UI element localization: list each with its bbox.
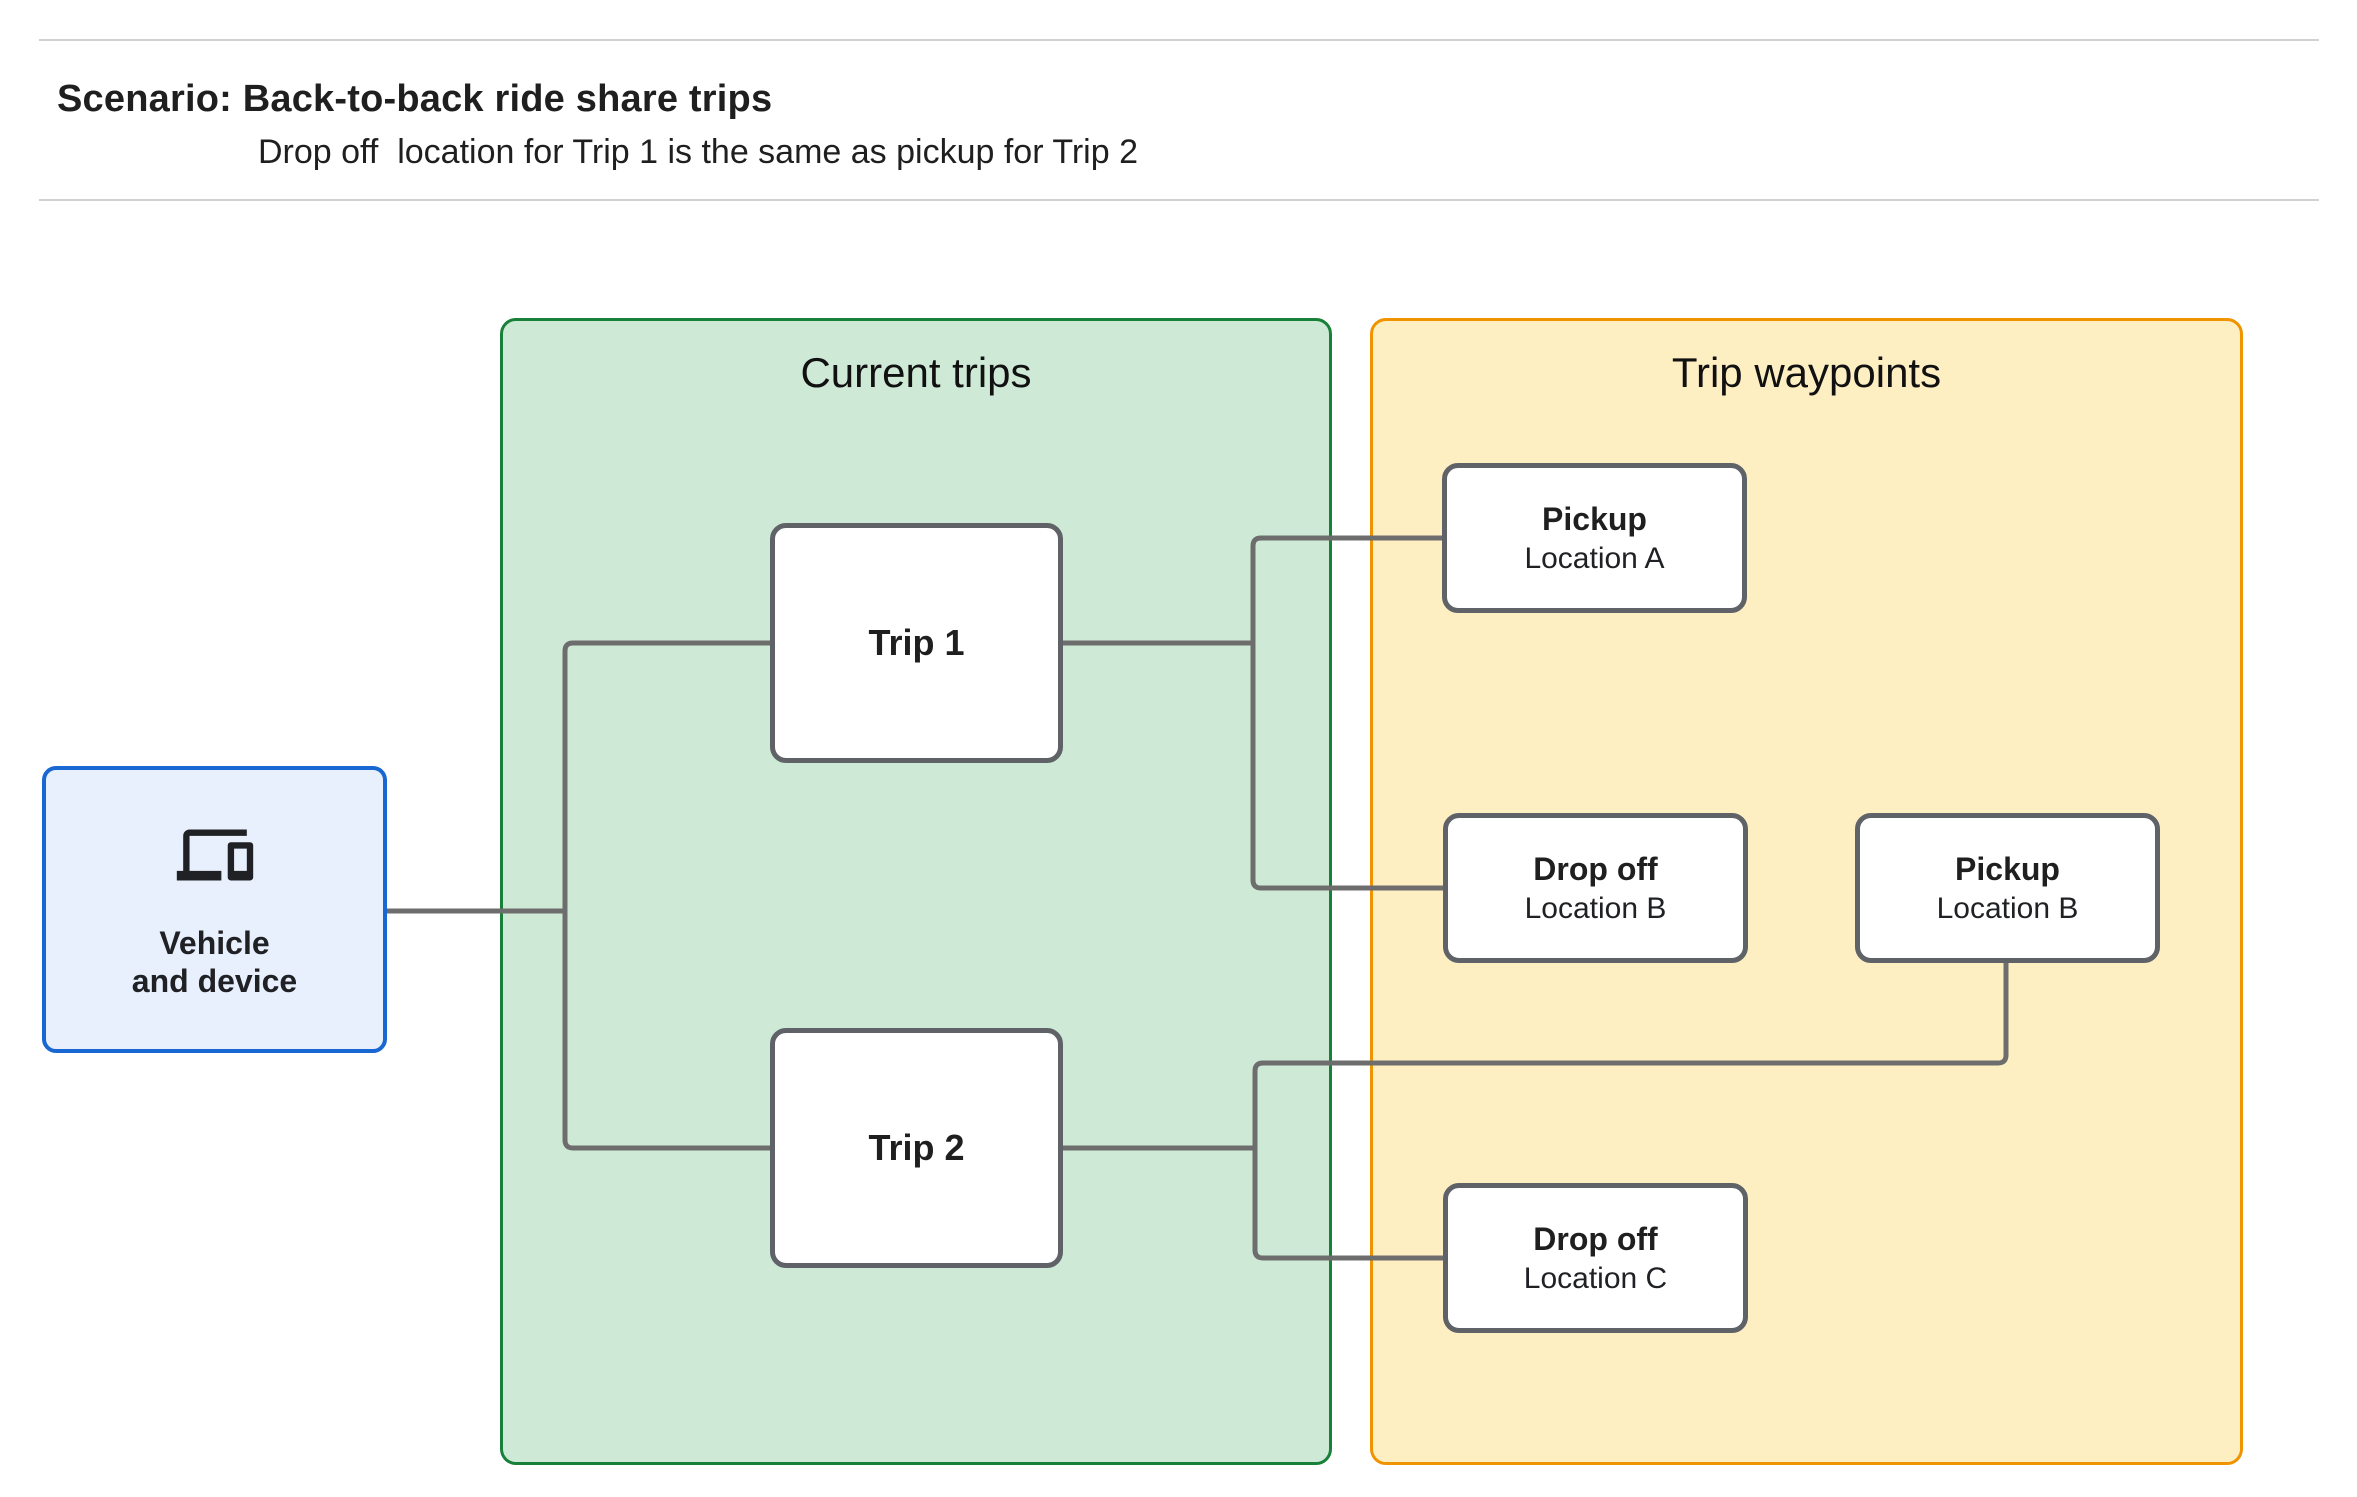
waypoint-subtitle: Location C <box>1523 1262 1668 1295</box>
trip-2-label: Trip 2 <box>868 1127 965 1168</box>
devices-icon <box>176 829 253 880</box>
vehicle-label-line2: and device <box>131 962 298 999</box>
page-title: Scenario: Back-to-back ride share trips <box>57 78 773 120</box>
waypoint-title: Drop off <box>1533 1221 1658 1257</box>
trip-2-node: Trip 2 <box>770 1028 1063 1268</box>
trip-1-label: Trip 1 <box>868 622 965 663</box>
trip-1-node: Trip 1 <box>770 523 1063 763</box>
connector-junction-to-pickup-a-dropoff-b <box>1250 535 1443 891</box>
waypoint-pickup-location-b: Pickup Location B <box>1855 813 2160 963</box>
waypoint-title: Pickup <box>1542 501 1647 537</box>
waypoint-subtitle: Location A <box>1524 542 1665 575</box>
waypoint-title: Drop off <box>1533 851 1658 887</box>
waypoint-pickup-location-a: Pickup Location A <box>1442 463 1747 613</box>
trip-waypoints-title: Trip waypoints <box>1671 349 1942 396</box>
waypoint-subtitle: Location B <box>1936 892 2079 925</box>
header-divider-bottom <box>39 199 2319 201</box>
waypoint-dropoff-location-c: Drop off Location C <box>1443 1183 1748 1333</box>
waypoint-dropoff-location-b: Drop off Location B <box>1443 813 1748 963</box>
connector-pickupb-to-trip2-to-dropoff-c <box>1252 962 2009 1261</box>
connector-junction-to-trips <box>562 640 770 1151</box>
header-divider-top <box>39 39 2319 41</box>
waypoint-subtitle: Location B <box>1524 892 1667 925</box>
page-subtitle: Drop off location for Trip 1 is the same… <box>258 133 1138 171</box>
current-trips-panel: Current trips <box>500 318 1332 1465</box>
waypoint-title: Pickup <box>1955 851 2060 887</box>
current-trips-title: Current trips <box>800 349 1032 396</box>
vehicle-label-line1: Vehicle <box>159 924 270 961</box>
vehicle-and-device-node: Vehicle and device <box>42 766 387 1053</box>
